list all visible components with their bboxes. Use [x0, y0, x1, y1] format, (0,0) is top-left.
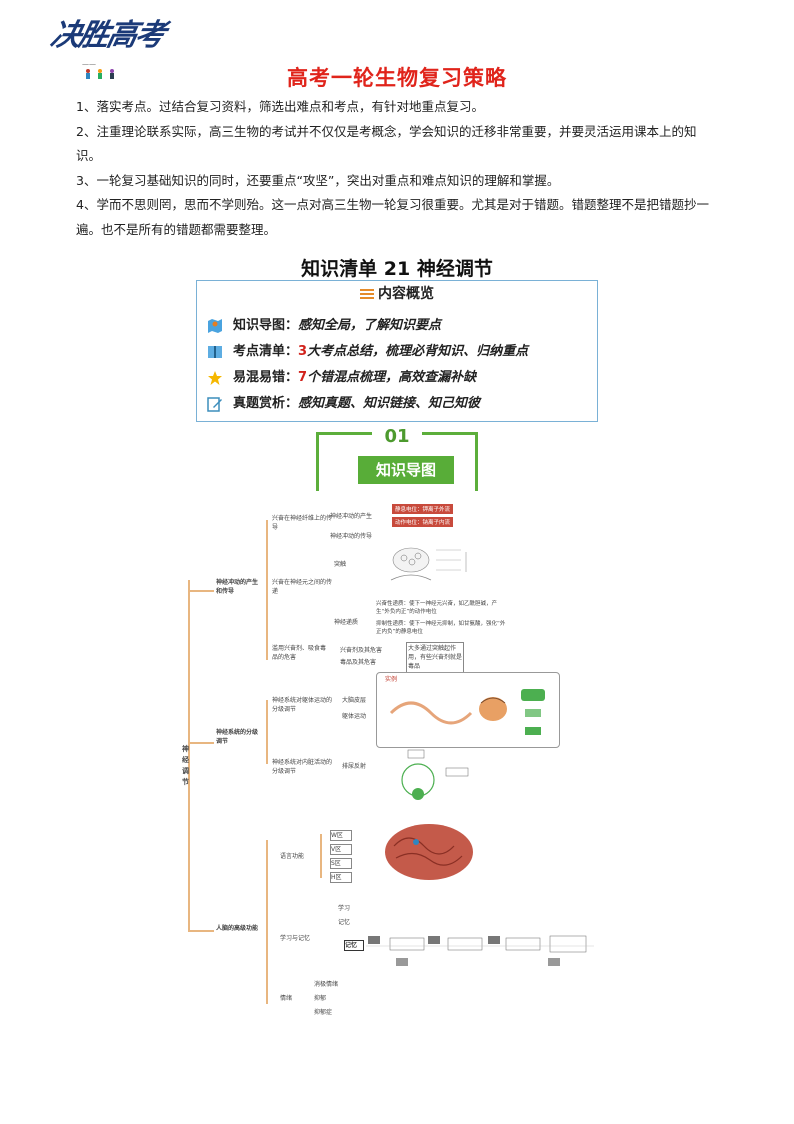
- logo: 决胜高考 ——: [48, 10, 172, 80]
- mindmap-branch: 人脑的高级功能: [216, 925, 259, 932]
- mindmap-node: 神经递质: [334, 619, 359, 626]
- overview-key: 易混易错：: [233, 370, 299, 385]
- mindmap-node: 情绪: [280, 995, 293, 1002]
- mindmap-node: 排尿反射: [342, 763, 367, 770]
- overview-desc: 感知全局，了解知识要点: [298, 318, 442, 333]
- overview-row: 易混易错：7个错混点梳理，高效查漏补缺: [207, 367, 476, 389]
- reflex-diagram-icon: [389, 689, 545, 735]
- mindmap-node: 躯体运动: [342, 713, 367, 720]
- banner-label: 知识导图: [358, 456, 454, 484]
- mindmap-node: 学习与记忆: [280, 935, 311, 942]
- banner-number: 01: [372, 426, 422, 447]
- mindmap-node: 神经冲动的产生: [330, 513, 373, 520]
- mindmap-node: 大多通过突触起作用，有些兴奋剂就是毒品: [406, 642, 464, 673]
- overview-heading: 内容概览: [197, 283, 597, 303]
- mindmap-node: 抑郁症: [314, 1009, 333, 1016]
- mindmap-node: 兴奋在神经元之间的传递: [272, 579, 333, 595]
- mindmap-node: 神经系统对内脏活动的分级调节: [272, 759, 333, 775]
- mindmap-node: V区: [330, 844, 352, 855]
- example-label: 实例: [385, 676, 398, 683]
- overview-row: 真题赏析：感知真题、知识链接、知己知彼: [207, 393, 480, 415]
- mindmap-tag: 动作电位：钠离子内流: [392, 517, 454, 527]
- mind-map: 神经调节 神经冲动的产生和传导 神经系统的分级调节 人脑的高级功能 兴奋在神经纤…: [180, 500, 620, 1030]
- branch-line: [188, 930, 214, 932]
- mindmap-branch: 神经系统的分级调节: [216, 729, 259, 745]
- page-title: 高考一轮生物复习策略: [287, 66, 507, 90]
- logo-text: 决胜高考: [47, 18, 167, 53]
- overview-desc: 感知真题、知识链接、知己知彼: [298, 396, 481, 411]
- mindmap-node: 抑制性递质：使下一神经元抑制，如甘氨酸，强化“外正内负”的静息电位: [376, 621, 506, 635]
- intro-paragraph: 2、注重理论联系实际，高三生物的考试并不仅仅是考概念，学会知识的迁移非常重要，并…: [76, 123, 697, 164]
- overview-number: 7: [298, 370, 308, 385]
- mindmap-node: 消极情绪: [314, 981, 339, 988]
- star-icon: [207, 370, 223, 386]
- mindmap-node: 滥用兴奋剂、吸食毒品的危害: [272, 645, 327, 661]
- memory-flow-icon: [366, 935, 594, 966]
- mindmap-node: 语言功能: [280, 853, 305, 860]
- mindmap-node: 兴奋性递质：使下一神经元兴奋，如乙酰胆碱，产生“外负内正”的动作电位: [376, 601, 498, 615]
- mindmap-node: H区: [330, 872, 352, 883]
- intro-paragraph: 1、落实考点。过结合复习资料，筛选出难点和考点，有针对地重点复习。: [76, 99, 484, 114]
- overview-desc: 个错混点梳理，高效查漏补缺: [307, 370, 477, 385]
- branch-line: [266, 840, 268, 1004]
- mindmap-node: W区: [330, 830, 352, 841]
- synapse-diagram-icon: [390, 547, 467, 581]
- intro-paragraph: 3、一轮复习基础知识的同时，还要重点“攻坚”，突出对重点和难点知识的理解和掌握。: [76, 172, 560, 188]
- brain-diagram-icon: [385, 824, 473, 880]
- mindmap-node: 大脑皮层: [342, 697, 367, 704]
- book-icon: [207, 344, 223, 360]
- branch-line: [320, 834, 322, 878]
- mindmap-node: 毒品及其危害: [340, 659, 377, 666]
- mindmap-node: 记忆: [338, 919, 351, 926]
- overview-heading-text: 内容概览: [378, 286, 434, 302]
- section-title: 知识清单 21 神经调节: [301, 258, 493, 280]
- mindmap-node: 记忆: [344, 940, 364, 951]
- mindmap-node: 兴奋在神经纤维上的传导: [272, 515, 333, 531]
- mindmap-tag: 静息电位：钾离子外流: [392, 504, 454, 514]
- overview-key: 真题赏析：: [233, 396, 299, 411]
- mindmap-root: 神经调节: [182, 745, 189, 786]
- overview-key: 知识导图：: [233, 318, 299, 333]
- mindmap-node: S区: [330, 858, 352, 869]
- list-icon: [360, 289, 374, 299]
- overview-row: 考点清单：3大考点总结，梳理必背知识、归纳重点: [207, 341, 528, 363]
- map-icon: [207, 318, 223, 334]
- mindmap-node: 兴奋剂及其危害: [340, 647, 383, 654]
- branch-line: [266, 700, 268, 764]
- trunk-line: [188, 580, 190, 930]
- mindmap-node: 突触: [334, 561, 347, 568]
- branch-line: [188, 590, 214, 592]
- section-banner: 01 知识导图: [316, 426, 478, 498]
- branch-line: [188, 742, 214, 744]
- mindmap-node: 抑郁: [314, 995, 327, 1002]
- intro-paragraph: 4、学而不思则罔，思而不学则殆。这一点对高三生物一轮复习很重要。尤其是对于错题。…: [76, 197, 709, 237]
- example-box: 实例: [376, 672, 560, 748]
- mindmap-node: 神经冲动的传导: [330, 533, 373, 540]
- mindmap-node: 神经系统对躯体运动的分级调节: [272, 697, 333, 713]
- overview-desc: 大考点总结，梳理必背知识、归纳重点: [307, 344, 529, 359]
- mindmap-branch: 神经冲动的产生和传导: [216, 579, 259, 595]
- logo-figures-icon: [86, 69, 114, 79]
- overview-number: 3: [298, 344, 308, 359]
- mindmap-node: 学习: [338, 905, 351, 912]
- overview-box: 内容概览 知识导图：感知全局，了解知识要点 考点清单：3大考点总结，梳理必背知识…: [196, 280, 598, 422]
- urination-reflex-icon: [401, 749, 469, 800]
- overview-row: 知识导图：感知全局，了解知识要点: [207, 315, 441, 337]
- edit-icon: [207, 396, 223, 412]
- logo-subtext: ——: [82, 60, 96, 68]
- overview-key: 考点清单：: [233, 344, 299, 359]
- branch-line: [266, 520, 268, 660]
- intro-text: 1、落实考点。过结合复习资料，筛选出难点和考点，有针对地重点复习。 2、注重理论…: [76, 95, 716, 242]
